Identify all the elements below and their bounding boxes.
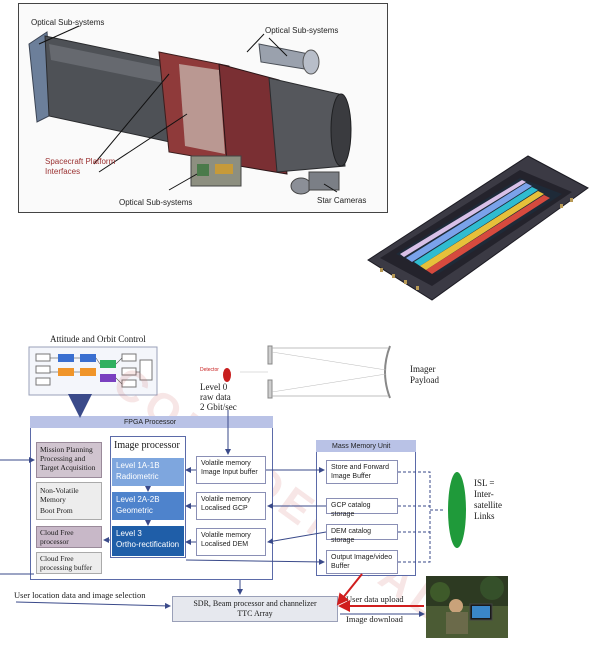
mission-planning-box: Mission Planning Processing and Target A… xyxy=(36,442,102,478)
image-download-label: Image download xyxy=(346,614,403,624)
level0-line1: Level 0 xyxy=(200,382,228,392)
isl-line4: Links xyxy=(474,511,495,521)
mmu-store-line1: Store and Forward xyxy=(331,464,389,471)
volatile-dem-box: Volatile memory Localised DEM xyxy=(196,528,266,556)
vol1-line2: Image Input buffer xyxy=(201,469,258,476)
isl-line3: satellite xyxy=(474,500,502,510)
level2-line2: Geometric xyxy=(116,506,153,515)
imager-payload-line1: Imager xyxy=(410,364,436,374)
telescope-illustration xyxy=(28,25,352,195)
level3-box: Level 3 Ortho-rectification xyxy=(112,526,184,556)
level1-box: Level 1A-1B Radiometric xyxy=(112,458,184,486)
label-star-cameras: Star Cameras xyxy=(317,196,367,205)
label-optical-top-left: Optical Sub-systems xyxy=(31,18,105,27)
cloud-free-processor-line1: Cloud Free xyxy=(40,528,74,537)
level2-box: Level 2A-2B Geometric xyxy=(112,492,184,520)
imager-payload-optics xyxy=(240,345,391,399)
mmu-store-line2: Image Buffer xyxy=(331,473,371,480)
mission-planning-line1: Mission Planning xyxy=(40,445,93,454)
mmu-title-bar xyxy=(316,440,416,452)
mmu-gcp-label: GCP catalog storage xyxy=(331,502,371,518)
detector-icon xyxy=(223,368,231,382)
sensor-chip-image xyxy=(367,155,589,301)
sdr-line1: SDR, Beam processor and channelizer xyxy=(193,599,317,608)
user-data-upload-label: User data upload xyxy=(346,594,404,604)
nonvolatile-line2: Memory xyxy=(40,495,66,504)
level3-line2: Ortho-rectification xyxy=(116,540,180,549)
vol3-line2: Localised DEM xyxy=(201,541,249,548)
sdr-box: SDR, Beam processor and channelizer TTC … xyxy=(172,596,338,622)
label-optical-bottom: Optical Sub-systems xyxy=(119,198,193,207)
cloud-free-processor-line2: processor xyxy=(40,537,69,546)
user-location-label: User location data and image selection xyxy=(14,590,146,600)
cloud-free-processor-box: Cloud Free processor xyxy=(36,526,102,548)
vol2-line1: Volatile memory xyxy=(201,496,251,503)
vol2-line2: Localised GCP xyxy=(201,505,248,512)
vol1-line1: Volatile memory xyxy=(201,460,251,467)
mmu-gcp-box: GCP catalog storage xyxy=(326,498,398,518)
level2-line1: Level 2A-2B xyxy=(116,495,160,504)
fpga-title-bar xyxy=(30,416,273,428)
level3-line1: Level 3 xyxy=(116,529,142,538)
isl-line1: ISL = xyxy=(474,478,495,488)
mmu-store-forward-box: Store and Forward Image Buffer xyxy=(326,460,398,484)
mission-planning-line3: Target Acquisition xyxy=(40,463,96,472)
aoc-title: Attitude and Orbit Control xyxy=(50,334,146,344)
level1-line1: Level 1A-1B xyxy=(116,461,160,470)
isl-antenna-icon xyxy=(448,472,466,548)
mmu-dem-label: DEM catalog storage xyxy=(331,528,372,544)
mmu-output-box: Output Image/video Buffer xyxy=(326,550,398,574)
level0-line3: 2 Gbit/sec xyxy=(200,402,237,412)
cloud-free-buffer-line1: Cloud Free xyxy=(40,554,74,563)
nonvolatile-line3: Boot Prom xyxy=(40,506,73,515)
label-optical-top-right: Optical Sub-systems xyxy=(265,26,339,35)
label-platform-interfaces: Spacecraft Platform Interfaces xyxy=(45,157,116,176)
mmu-title: Mass Memory Unit xyxy=(332,443,391,450)
cloud-free-buffer-line2: processing buffer xyxy=(40,563,93,572)
volatile-gcp-box: Volatile memory Localised GCP xyxy=(196,492,266,520)
nonvolatile-line1: Non-Volatile xyxy=(40,486,79,495)
isl-label: ISL = Inter- satellite Links xyxy=(474,478,502,522)
vol3-line1: Volatile memory xyxy=(201,532,251,539)
imager-payload-line2: Payload xyxy=(410,375,439,385)
fpga-title: FPGA Processor xyxy=(124,419,177,426)
cloud-free-buffer-box: Cloud Free processing buffer xyxy=(36,552,102,574)
level0-line2: raw data xyxy=(200,392,231,402)
mmu-output-line2: Buffer xyxy=(331,563,350,570)
sdr-line2: TTC Array xyxy=(237,609,273,618)
detector-label: Detector xyxy=(200,367,219,373)
nonvolatile-memory-box: Non-Volatile Memory Boot Prom xyxy=(36,482,102,520)
mmu-dem-box: DEM catalog storage xyxy=(326,524,398,544)
mission-planning-line2: Processing and xyxy=(40,454,86,463)
volatile-input-buffer-box: Volatile memory Image Input buffer xyxy=(196,456,266,484)
telescope-panel: Optical Sub-systems Optical Sub-systems … xyxy=(18,3,388,213)
field-user-photo xyxy=(426,576,508,638)
aoc-diagram xyxy=(28,346,158,396)
mmu-output-line1: Output Image/video xyxy=(331,554,393,561)
level1-line2: Radiometric xyxy=(116,472,159,481)
image-processor-title: Image processor xyxy=(114,440,180,451)
isl-line2: Inter- xyxy=(474,489,494,499)
